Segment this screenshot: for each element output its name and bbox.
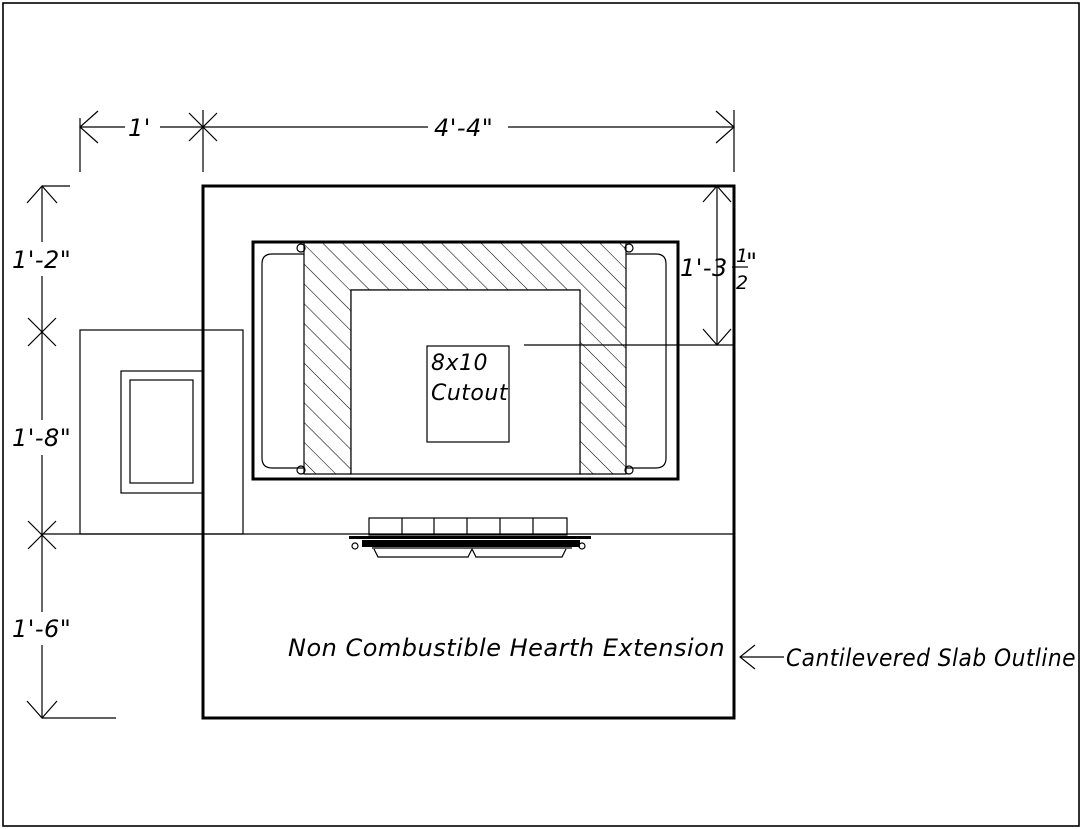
grate-assembly: [349, 517, 591, 558]
hearth-label: Non Combustible Hearth Extension: [288, 634, 725, 662]
cantilevered-slab-outline: [201, 184, 736, 720]
slab-outline-arrow: [739, 644, 784, 670]
dim-right-suffix: ": [746, 248, 758, 276]
slab-outline-label: Cantilevered Slab Outline: [786, 644, 1076, 672]
cutout-label-line1: 8x10: [431, 351, 488, 376]
firebox: [251, 240, 680, 481]
right-dimension: [702, 185, 732, 346]
side-cabinet: [79, 329, 244, 535]
dim-left-top: 1'-2": [12, 246, 71, 274]
dim-top-main: 4'-4": [434, 114, 493, 142]
top-dimension: [79, 110, 735, 172]
dim-top-left: 1': [128, 114, 151, 142]
dim-left-middle: 1'-8": [12, 424, 71, 452]
dim-right-frac-den: 2: [736, 272, 749, 294]
dim-right-frac-num: 1: [736, 245, 749, 267]
dim-right-value: 1'-3: [680, 254, 728, 282]
dim-left-bottom: 1'-6": [12, 615, 71, 643]
cutout-label-line2: Cutout: [431, 381, 509, 406]
cutout-box: [426, 345, 510, 443]
